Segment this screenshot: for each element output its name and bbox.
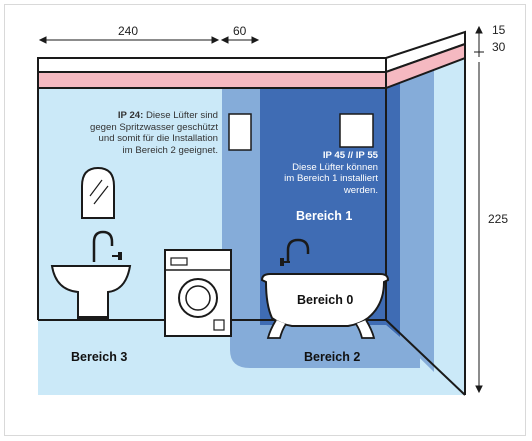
dimension-height-main: 225 <box>488 212 509 226</box>
zone-1-label: Bereich 1 <box>296 209 353 223</box>
dimension-width-right: 60 <box>233 24 247 38</box>
zone-2-label: Bereich 2 <box>304 350 361 364</box>
note-ip24-title: IP 24: <box>117 110 144 121</box>
vent-ip45-icon <box>339 113 374 148</box>
note-ip24-line2: gegen Spritzwasser geschützt <box>90 121 218 133</box>
zone-1-side-area <box>386 83 400 337</box>
bathtub-icon <box>260 238 390 339</box>
vent-ip24-icon <box>228 113 252 151</box>
dimension-height-top2: 30 <box>492 40 506 54</box>
mirror-icon <box>81 166 115 219</box>
dimension-width-left: 240 <box>118 24 139 38</box>
dimension-height-top1: 15 <box>492 23 506 37</box>
note-ip45-line3: werden. <box>343 184 378 196</box>
note-ip24-line1: Diese Lüfter sind <box>146 110 218 121</box>
dimension-arrows <box>38 25 484 394</box>
zone-0-label: Bereich 0 <box>297 293 354 307</box>
note-ip45-line1: Diese Lüfter können <box>292 161 378 173</box>
note-ip45-line2: im Bereich 1 installiert <box>284 173 378 185</box>
note-ip24-line4: im Bereich 2 geeignet. <box>122 144 218 156</box>
zone-3-label: Bereich 3 <box>71 350 128 364</box>
note-ip24-line3: und somit für die Installation <box>98 133 218 145</box>
washing-machine-icon <box>164 249 232 337</box>
sink-icon <box>50 230 132 321</box>
note-ip24: IP 24: Diese Lüfter sind gegen Spritzwas… <box>50 110 218 156</box>
note-ip45: IP 45 // IP 55 Diese Lüfter können im Be… <box>230 150 378 196</box>
note-ip45-title: IP 45 // IP 55 <box>322 150 378 161</box>
